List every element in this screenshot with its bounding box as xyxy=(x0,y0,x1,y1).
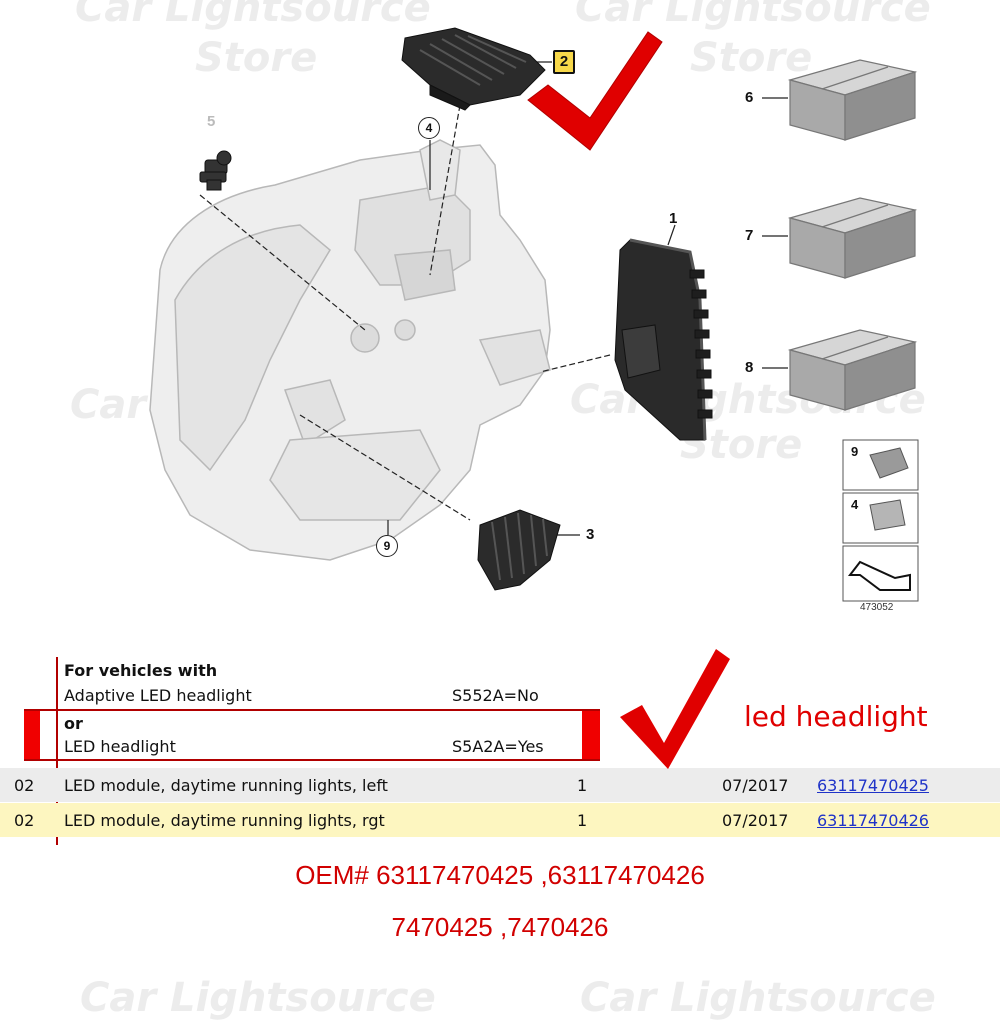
callout-8: 8 xyxy=(745,359,754,376)
or-label: or xyxy=(64,714,83,733)
callout-2: 2 xyxy=(553,50,575,74)
part-description: LED module, daytime running lights, rgt xyxy=(64,811,385,830)
watermark: Store xyxy=(195,35,318,81)
part-quantity: 1 xyxy=(577,776,588,795)
part-quantity: 1 xyxy=(577,811,588,830)
watermark: Car Lightsource xyxy=(75,0,431,31)
highlight-frame-top xyxy=(24,709,600,711)
table-row: 02 LED module, daytime running lights, r… xyxy=(0,803,1000,837)
watermark: Store xyxy=(690,35,813,81)
watermark: Car Lightsource xyxy=(80,975,436,1021)
control-unit-part-1 xyxy=(614,238,713,441)
table-divider-line xyxy=(56,657,58,845)
box-part-6 xyxy=(787,59,918,141)
short-part-numbers: 7470425 ,7470426 xyxy=(391,912,609,942)
small-parts-legend xyxy=(842,439,919,602)
table-row: 02 LED module, daytime running lights, l… xyxy=(0,768,1000,802)
checkmark-icon xyxy=(527,31,663,151)
condition-title: For vehicles with xyxy=(64,661,218,680)
checkmark-icon xyxy=(620,649,730,769)
condition-row-1: Adaptive LED headlight S552A=No xyxy=(0,686,1000,710)
condition-code: S5A2A=Yes xyxy=(452,737,544,756)
highlight-frame-right xyxy=(582,711,600,759)
row-number: 02 xyxy=(14,811,35,830)
led-headlight-annotation: led headlight xyxy=(744,700,928,733)
part-date: 07/2017 xyxy=(722,776,789,795)
condition-label: LED headlight xyxy=(64,737,176,756)
parts-table: For vehicles with Adaptive LED headlight… xyxy=(0,655,1000,845)
part-date: 07/2017 xyxy=(722,811,789,830)
diagram-artwork xyxy=(149,27,919,602)
oem-numbers: OEM# 63117470425 ,63117470426 xyxy=(295,860,705,890)
box-part-7 xyxy=(787,197,918,279)
callout-5: 5 xyxy=(207,113,216,130)
part-number-link[interactable]: 63117470426 xyxy=(817,811,929,830)
box-part-8 xyxy=(787,329,918,411)
highlight-frame-bottom xyxy=(24,759,600,761)
callout-3: 3 xyxy=(586,526,595,543)
bolt-part-5 xyxy=(199,150,232,191)
watermark: Car Lightsource xyxy=(580,975,936,1021)
legend-label-9: 9 xyxy=(851,444,859,459)
condition-or: or xyxy=(0,714,1000,736)
led-module-part-2 xyxy=(401,27,546,111)
catalog-number: 473052 xyxy=(860,602,894,613)
legend-label-4: 4 xyxy=(851,497,859,512)
part-description: LED module, daytime running lights, left xyxy=(64,776,388,795)
part-number-link[interactable]: 63117470425 xyxy=(817,776,929,795)
leader-lines xyxy=(199,104,611,521)
row-number: 02 xyxy=(14,776,35,795)
condition-row-2: LED headlight S5A2A=Yes xyxy=(0,737,1000,759)
callout-7: 7 xyxy=(745,227,754,244)
condition-label: Adaptive LED headlight xyxy=(64,686,252,705)
parts-diagram: Car Lightsource Store Car Lightsource St… xyxy=(70,0,931,613)
condition-header: For vehicles with xyxy=(0,661,1000,685)
callout-9: 9 xyxy=(376,535,398,557)
callout-4: 4 xyxy=(418,117,440,139)
led-module-part-3 xyxy=(477,509,561,591)
highlight-frame-left xyxy=(24,711,40,759)
callout-1: 1 xyxy=(669,210,678,227)
watermark: Car Lightsource xyxy=(575,0,931,31)
condition-code: S552A=No xyxy=(452,686,539,705)
callout-6: 6 xyxy=(745,89,754,106)
